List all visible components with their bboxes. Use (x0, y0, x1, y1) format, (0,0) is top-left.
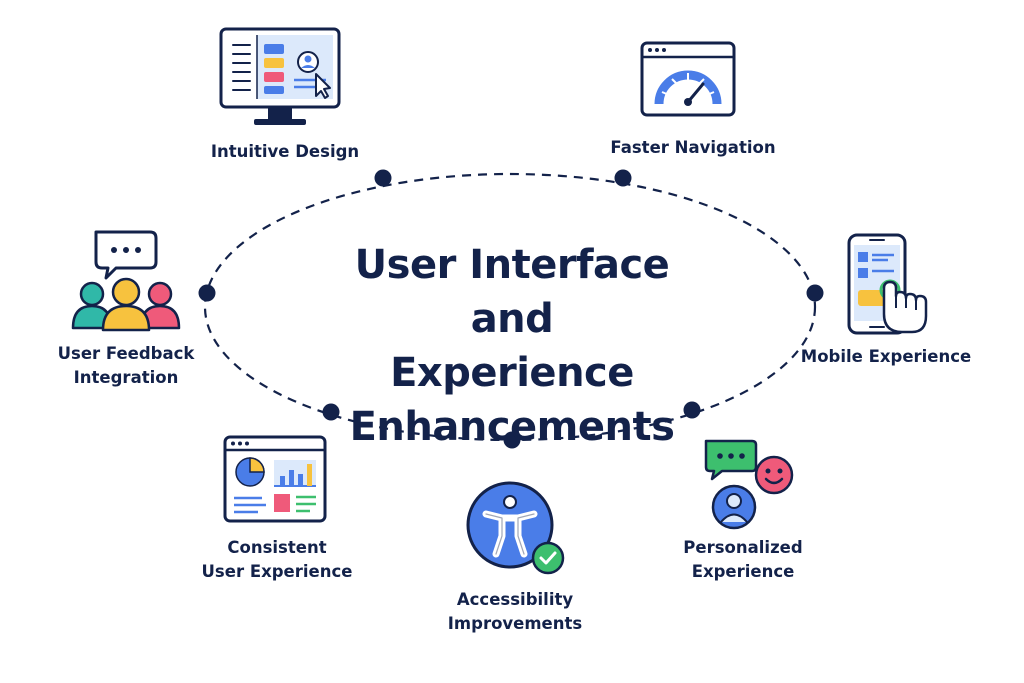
label-line: Accessibility (456, 590, 574, 609)
title-line-2: Experience (390, 350, 634, 396)
dashboard-window-icon (223, 435, 327, 523)
ring-dot-bottom-left (322, 403, 340, 421)
ring-dot-top-left (374, 169, 392, 187)
label-line: Personalized (683, 538, 803, 557)
label-line: Intuitive Design (210, 142, 360, 161)
label-line: Improvements (447, 614, 583, 633)
monitor-dashboard-icon (219, 27, 341, 125)
ring-dot-bottom-right (683, 401, 701, 419)
accessibility-check-icon (466, 481, 565, 575)
label-personalized-experience: Personalized Experience (663, 536, 823, 584)
ring-dot-left (198, 284, 216, 302)
label-mobile-experience: Mobile Experience (796, 345, 976, 369)
label-line: User Experience (201, 562, 353, 581)
label-user-feedback-integration: User Feedback Integration (46, 342, 206, 390)
label-line: Integration (73, 368, 179, 387)
label-intuitive-design: Intuitive Design (200, 140, 370, 164)
team-feedback-icon (71, 230, 181, 332)
label-consistent-user-experience: Consistent User Experience (192, 536, 362, 584)
label-line: Faster Navigation (610, 138, 776, 157)
ring-dot-right (806, 284, 824, 302)
label-line: Experience (691, 562, 795, 581)
label-accessibility-improvements: Accessibility Improvements (430, 588, 600, 636)
label-line: Mobile Experience (800, 347, 972, 366)
ring-dot-top-right (614, 169, 632, 187)
label-faster-navigation: Faster Navigation (603, 136, 783, 160)
user-chat-emoji-icon (704, 439, 794, 530)
title-line-3: Enhancements (349, 404, 675, 450)
smartphone-tap-icon (847, 233, 928, 335)
diagram-title: User Interface and Experience Enhancemen… (312, 238, 712, 454)
title-line-1: User Interface and (354, 242, 670, 342)
label-line: User Feedback (57, 344, 195, 363)
label-line: Consistent (227, 538, 327, 557)
ring-dot-bottom (503, 431, 521, 449)
speedometer-browser-icon (640, 41, 736, 117)
